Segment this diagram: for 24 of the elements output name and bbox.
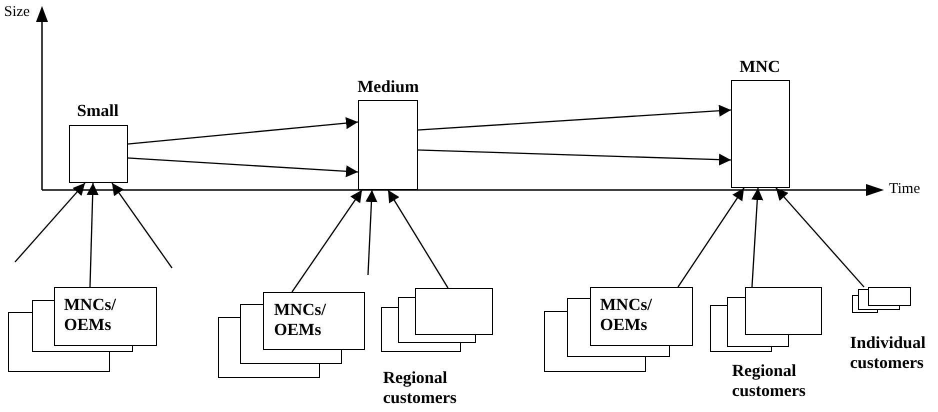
arrow bbox=[776, 188, 864, 288]
arrow bbox=[677, 188, 745, 288]
arrow bbox=[418, 104, 732, 131]
arrow bbox=[128, 117, 358, 145]
stack-label: MNCs/ OEMs bbox=[274, 300, 327, 340]
stack-label: MNCs/ OEMs bbox=[600, 295, 653, 335]
stage-heading: Medium bbox=[358, 77, 419, 96]
stack-label: Regional customers bbox=[383, 368, 458, 408]
stage-heading: Small bbox=[77, 101, 119, 120]
arrow bbox=[365, 190, 378, 276]
arrow bbox=[128, 157, 358, 178]
axis-label: Size bbox=[4, 4, 30, 21]
arrow bbox=[14, 182, 86, 262]
stack-label: Individual customers bbox=[850, 333, 927, 373]
arrow bbox=[387, 190, 449, 288]
axis-label: Time bbox=[889, 181, 920, 198]
stack-label: Regional customers bbox=[732, 361, 807, 401]
arrow bbox=[111, 182, 173, 268]
stage-heading: MNC bbox=[740, 57, 780, 76]
arrow bbox=[418, 149, 732, 166]
stack-label: MNCs/ OEMs bbox=[64, 295, 117, 335]
arrow bbox=[751, 188, 764, 288]
arrow bbox=[86, 182, 99, 288]
arrow bbox=[291, 190, 363, 292]
